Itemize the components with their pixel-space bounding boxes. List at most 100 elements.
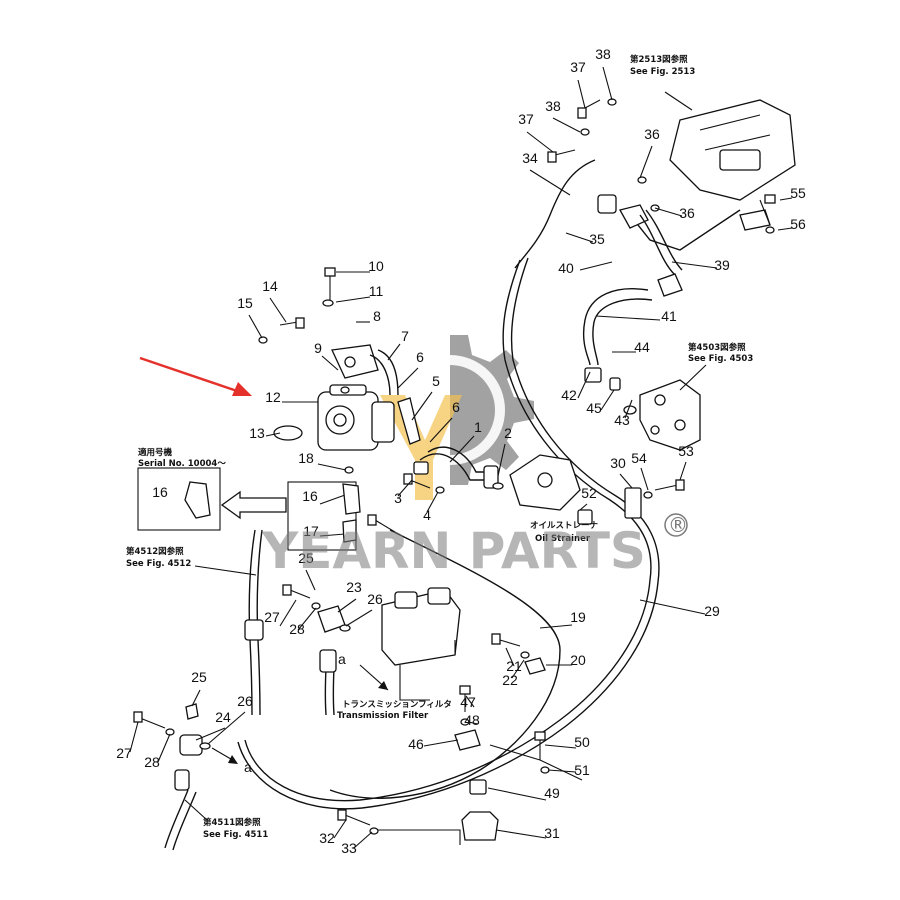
callout-56: 56 (790, 216, 806, 232)
control-valve (584, 367, 701, 519)
callout-37b: 37 (518, 111, 534, 127)
callout-32: 32 (319, 830, 335, 846)
ref-fig4503-en: See Fig. 4503 (688, 354, 753, 364)
watermark-gear-icon (380, 335, 534, 500)
callout-45: 45 (586, 400, 602, 416)
oil-strainer-label-jp: オイルストレーナ (530, 521, 599, 531)
callout-10: 10 (368, 258, 384, 274)
callout-54: 54 (631, 450, 647, 466)
transmission-filter-label-en: Transmission Filter (337, 711, 429, 721)
callout-28b: 28 (144, 754, 160, 770)
callout-50: 50 (574, 734, 590, 750)
callout-21: 21 (506, 658, 522, 674)
callout-51: 51 (574, 762, 590, 778)
ref-fig4511-en: See Fig. 4511 (203, 830, 268, 840)
callout-9: 9 (314, 340, 322, 356)
callout-19: 19 (570, 609, 586, 625)
callout-6b: 6 (452, 399, 460, 415)
callout-24: 24 (215, 709, 231, 725)
callout-53: 53 (678, 443, 694, 459)
callout-25: 25 (298, 550, 314, 566)
marker-a-filter: a (338, 651, 346, 667)
lower-left-fittings (174, 619, 337, 791)
callout-33: 33 (341, 840, 357, 856)
callout-48: 48 (464, 712, 480, 728)
red-pointer-arrow (139, 356, 252, 396)
callout-8: 8 (373, 308, 381, 324)
callout-3: 3 (394, 490, 402, 506)
callout-46: 46 (408, 736, 424, 752)
callout-34: 34 (522, 150, 538, 166)
watermark-text: YEARN PARTS (261, 522, 646, 580)
callout-27: 27 (264, 609, 280, 625)
ref-fig2513-jp: 第2513図参照 (630, 54, 688, 65)
marker-a-lower: a (244, 759, 252, 775)
ref-fig2513-en: See Fig. 2513 (630, 67, 695, 77)
callout-44: 44 (634, 339, 650, 355)
ref-fig4512-en: See Fig. 4512 (126, 559, 191, 569)
ref-fig4503-jp: 第4503図参照 (688, 342, 746, 353)
callout-35: 35 (589, 231, 605, 247)
callout-49: 49 (544, 785, 560, 801)
callout-1: 1 (474, 419, 482, 435)
pipe-assembly (397, 397, 499, 489)
serial-label-en: Serial No. 10004～ (138, 459, 226, 469)
oil-strainer-label-en: Oil Strainer (535, 534, 591, 544)
serial-inset (137, 467, 361, 551)
callout-30: 30 (610, 455, 626, 471)
callout-7: 7 (401, 328, 409, 344)
callout-20: 20 (570, 652, 586, 668)
callout-38: 38 (595, 46, 611, 62)
leader-lines (129, 66, 793, 849)
callout-40: 40 (558, 260, 574, 276)
transmission-filter (317, 587, 461, 701)
callout-4: 4 (423, 507, 431, 523)
callout-27b: 27 (116, 745, 132, 761)
watermark: YEARN PARTS ® (261, 513, 688, 580)
serial-label-jp: 適用号機 (138, 447, 173, 458)
callout-26b: 26 (237, 693, 253, 709)
callout-16b: 16 (302, 488, 318, 504)
callout-15: 15 (237, 295, 253, 311)
callout-25b: 25 (191, 669, 207, 685)
callout-17: 17 (303, 523, 319, 539)
callout-11: 11 (369, 283, 384, 299)
washers (165, 98, 775, 835)
callout-37: 37 (570, 59, 586, 75)
callout-13: 13 (249, 425, 265, 441)
ref-fig4511-jp: 第4511図参照 (203, 817, 261, 828)
callout-5: 5 (432, 373, 440, 389)
ref-fig4512-jp: 第4512図参照 (126, 546, 184, 557)
figure-references: 第2513図参照 See Fig. 2513 第4503図参照 See Fig.… (126, 54, 753, 840)
callout-36: 36 (644, 126, 660, 142)
callout-29: 29 (704, 603, 720, 619)
callout-18: 18 (298, 450, 314, 466)
callout-6: 6 (416, 349, 424, 365)
callout-39: 39 (714, 257, 730, 273)
callout-41: 41 (661, 308, 677, 324)
callout-31: 31 (544, 825, 560, 841)
callout-55: 55 (790, 185, 806, 201)
registered-circle-icon (664, 513, 688, 537)
oil-strainer (509, 454, 593, 525)
callout-23: 23 (346, 579, 362, 595)
callout-16: 16 (152, 484, 168, 500)
brackets (454, 657, 546, 841)
callout-38b: 38 (545, 98, 561, 114)
callout-28: 28 (289, 621, 305, 637)
transmission-filter-label-jp: トランスミッションフィルタ (342, 699, 452, 710)
callout-14: 14 (262, 278, 278, 294)
callout-43: 43 (614, 412, 630, 428)
callout-42: 42 (561, 387, 577, 403)
callout-12: 12 (265, 389, 281, 405)
reference-arrows (211, 664, 389, 764)
callout-47: 47 (460, 694, 476, 710)
registered-mark: ® (668, 513, 688, 537)
callout-26: 26 (367, 591, 383, 607)
callout-2: 2 (504, 425, 512, 441)
callout-52: 52 (581, 485, 597, 501)
callout-22: 22 (502, 672, 518, 688)
